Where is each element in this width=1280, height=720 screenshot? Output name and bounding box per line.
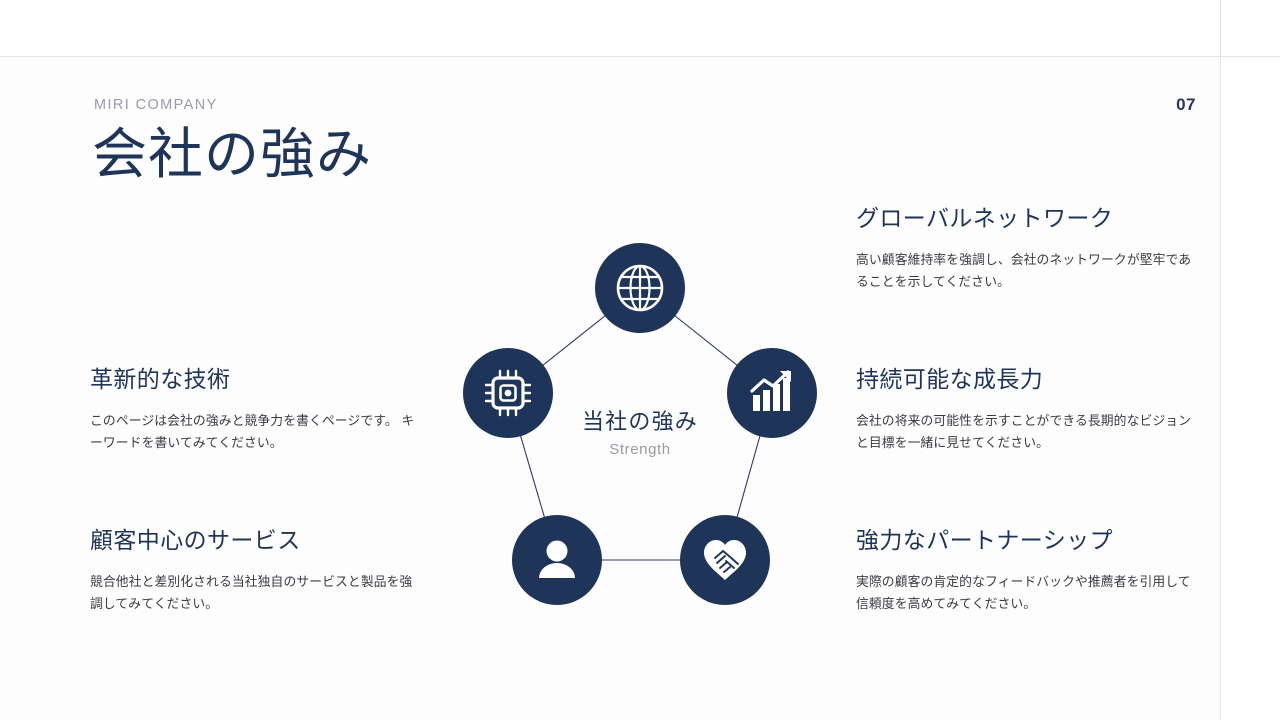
page-title: 会社の強み <box>92 123 373 185</box>
handshake-heart-icon <box>704 540 746 580</box>
feature-body: 高い顧客維持率を強調し、会社のネットワークが堅牢であることを示してください。 <box>856 251 1192 289</box>
company-eyebrow: MIRI COMPANY <box>94 97 218 113</box>
node-strong-partnership <box>680 515 770 605</box>
pentagon-diagram: 当社の強み Strength <box>440 215 840 635</box>
feature-body: このページは会社の強みと競争力を書くページです。 キーワードを書いてみてください… <box>90 412 415 450</box>
node-sustainable-growth <box>727 348 817 438</box>
feature-customer-centric-service: 顧客中心のサービス 競合他社と差別化される当社独自のサービスと製品を強調してみて… <box>90 527 425 615</box>
feature-heading: 革新的な技術 <box>90 366 231 392</box>
person-icon <box>539 540 575 578</box>
slide-body-background <box>0 57 1220 720</box>
node-innovative-technology <box>463 348 553 438</box>
page-number: 07 <box>1176 95 1196 114</box>
feature-heading: 強力なパートナーシップ <box>856 527 1113 553</box>
microchip-icon <box>484 369 532 417</box>
feature-body: 競合他社と差別化される当社独自のサービスと製品を強調してみてください。 <box>90 573 413 611</box>
feature-body: 会社の将来の可能性を示すことができる長期的なビジョンと目標を一緒に見せてください… <box>856 412 1192 450</box>
node-global-network <box>595 243 685 333</box>
growth-chart-icon <box>750 370 791 411</box>
feature-heading: グローバルネットワーク <box>856 205 1114 231</box>
feature-sustainable-growth: 持続可能な成長力 会社の将来の可能性を示すことができる長期的なビジョンと目標を一… <box>856 366 1192 454</box>
feature-body: 実際の顧客の肯定的なフィードバックや推薦者を引用して信頼度を高めてみてください。 <box>856 573 1191 611</box>
feature-heading: 顧客中心のサービス <box>90 527 301 553</box>
node-customer-centric-service <box>512 515 602 605</box>
feature-innovative-technology: 革新的な技術 このページは会社の強みと競争力を書くページです。 キーワードを書い… <box>90 366 425 454</box>
feature-strong-partnership: 強力なパートナーシップ 実際の顧客の肯定的なフィードバックや推薦者を引用して信頼… <box>856 527 1192 615</box>
feature-global-network: グローバルネットワーク 高い顧客維持率を強調し、会社のネットワークが堅牢であるこ… <box>856 205 1192 293</box>
header-divider <box>0 56 1280 57</box>
globe-icon <box>616 264 664 312</box>
feature-heading: 持続可能な成長力 <box>856 366 1044 392</box>
right-margin-guide <box>1220 0 1221 720</box>
